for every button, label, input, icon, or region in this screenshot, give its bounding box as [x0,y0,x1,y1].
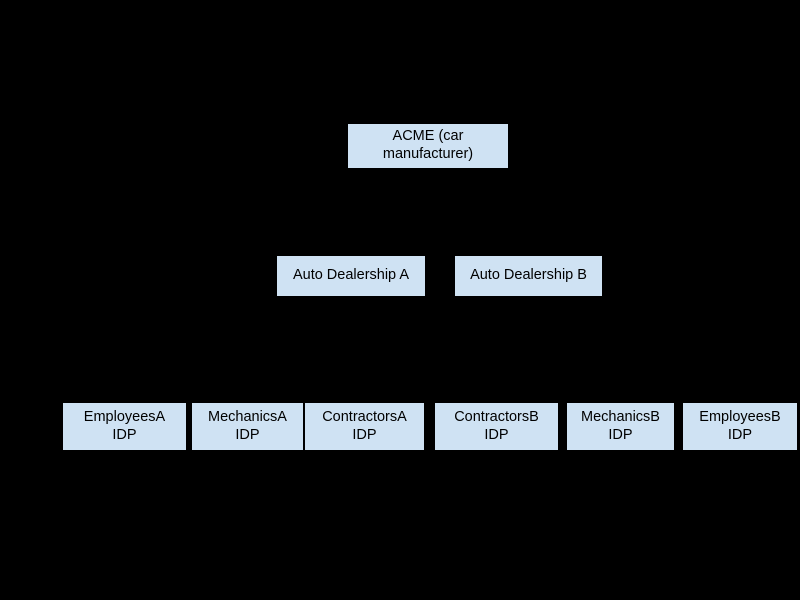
node-label: EmployeesB IDP [699,408,781,443]
connector-dealership-a-to-contractors-a-idp [350,296,365,403]
node-label: MechanicsB IDP [581,408,660,443]
connector-dealership-b-to-contractors-b-idp [496,296,529,403]
node-dealership-b[interactable]: Auto Dealership B [455,256,602,296]
node-acme[interactable]: ACME (car manufacturer) [348,124,508,168]
connector-dealership-a-to-mechanics-a-idp [247,296,352,403]
connector-acme-to-dealership-b [427,168,529,256]
node-employees-a-idp[interactable]: EmployeesA IDP [63,403,186,450]
node-contractors-b-idp[interactable]: ContractorsB IDP [435,403,558,450]
node-label: ContractorsB IDP [454,408,539,443]
node-contractors-a-idp[interactable]: ContractorsA IDP [305,403,424,450]
node-label: EmployeesA IDP [83,408,166,443]
node-label: ContractorsA IDP [322,408,407,443]
node-label: ACME (car manufacturer) [382,128,474,162]
node-label: Auto Dealership B [470,267,587,284]
node-label: MechanicsA IDP [208,408,287,443]
connector-dealership-b-to-mechanics-b-idp [528,296,621,403]
node-label: Auto Dealership A [292,267,410,284]
connector-dealership-a-to-employees-a-idp [124,296,352,403]
node-dealership-a[interactable]: Auto Dealership A [277,256,425,296]
connector-dealership-b-to-employees-b-idp [528,296,741,403]
connector-acme-to-dealership-a [350,168,429,256]
node-mechanics-b-idp[interactable]: MechanicsB IDP [567,403,674,450]
node-employees-b-idp[interactable]: EmployeesB IDP [683,403,797,450]
node-mechanics-a-idp[interactable]: MechanicsA IDP [192,403,303,450]
